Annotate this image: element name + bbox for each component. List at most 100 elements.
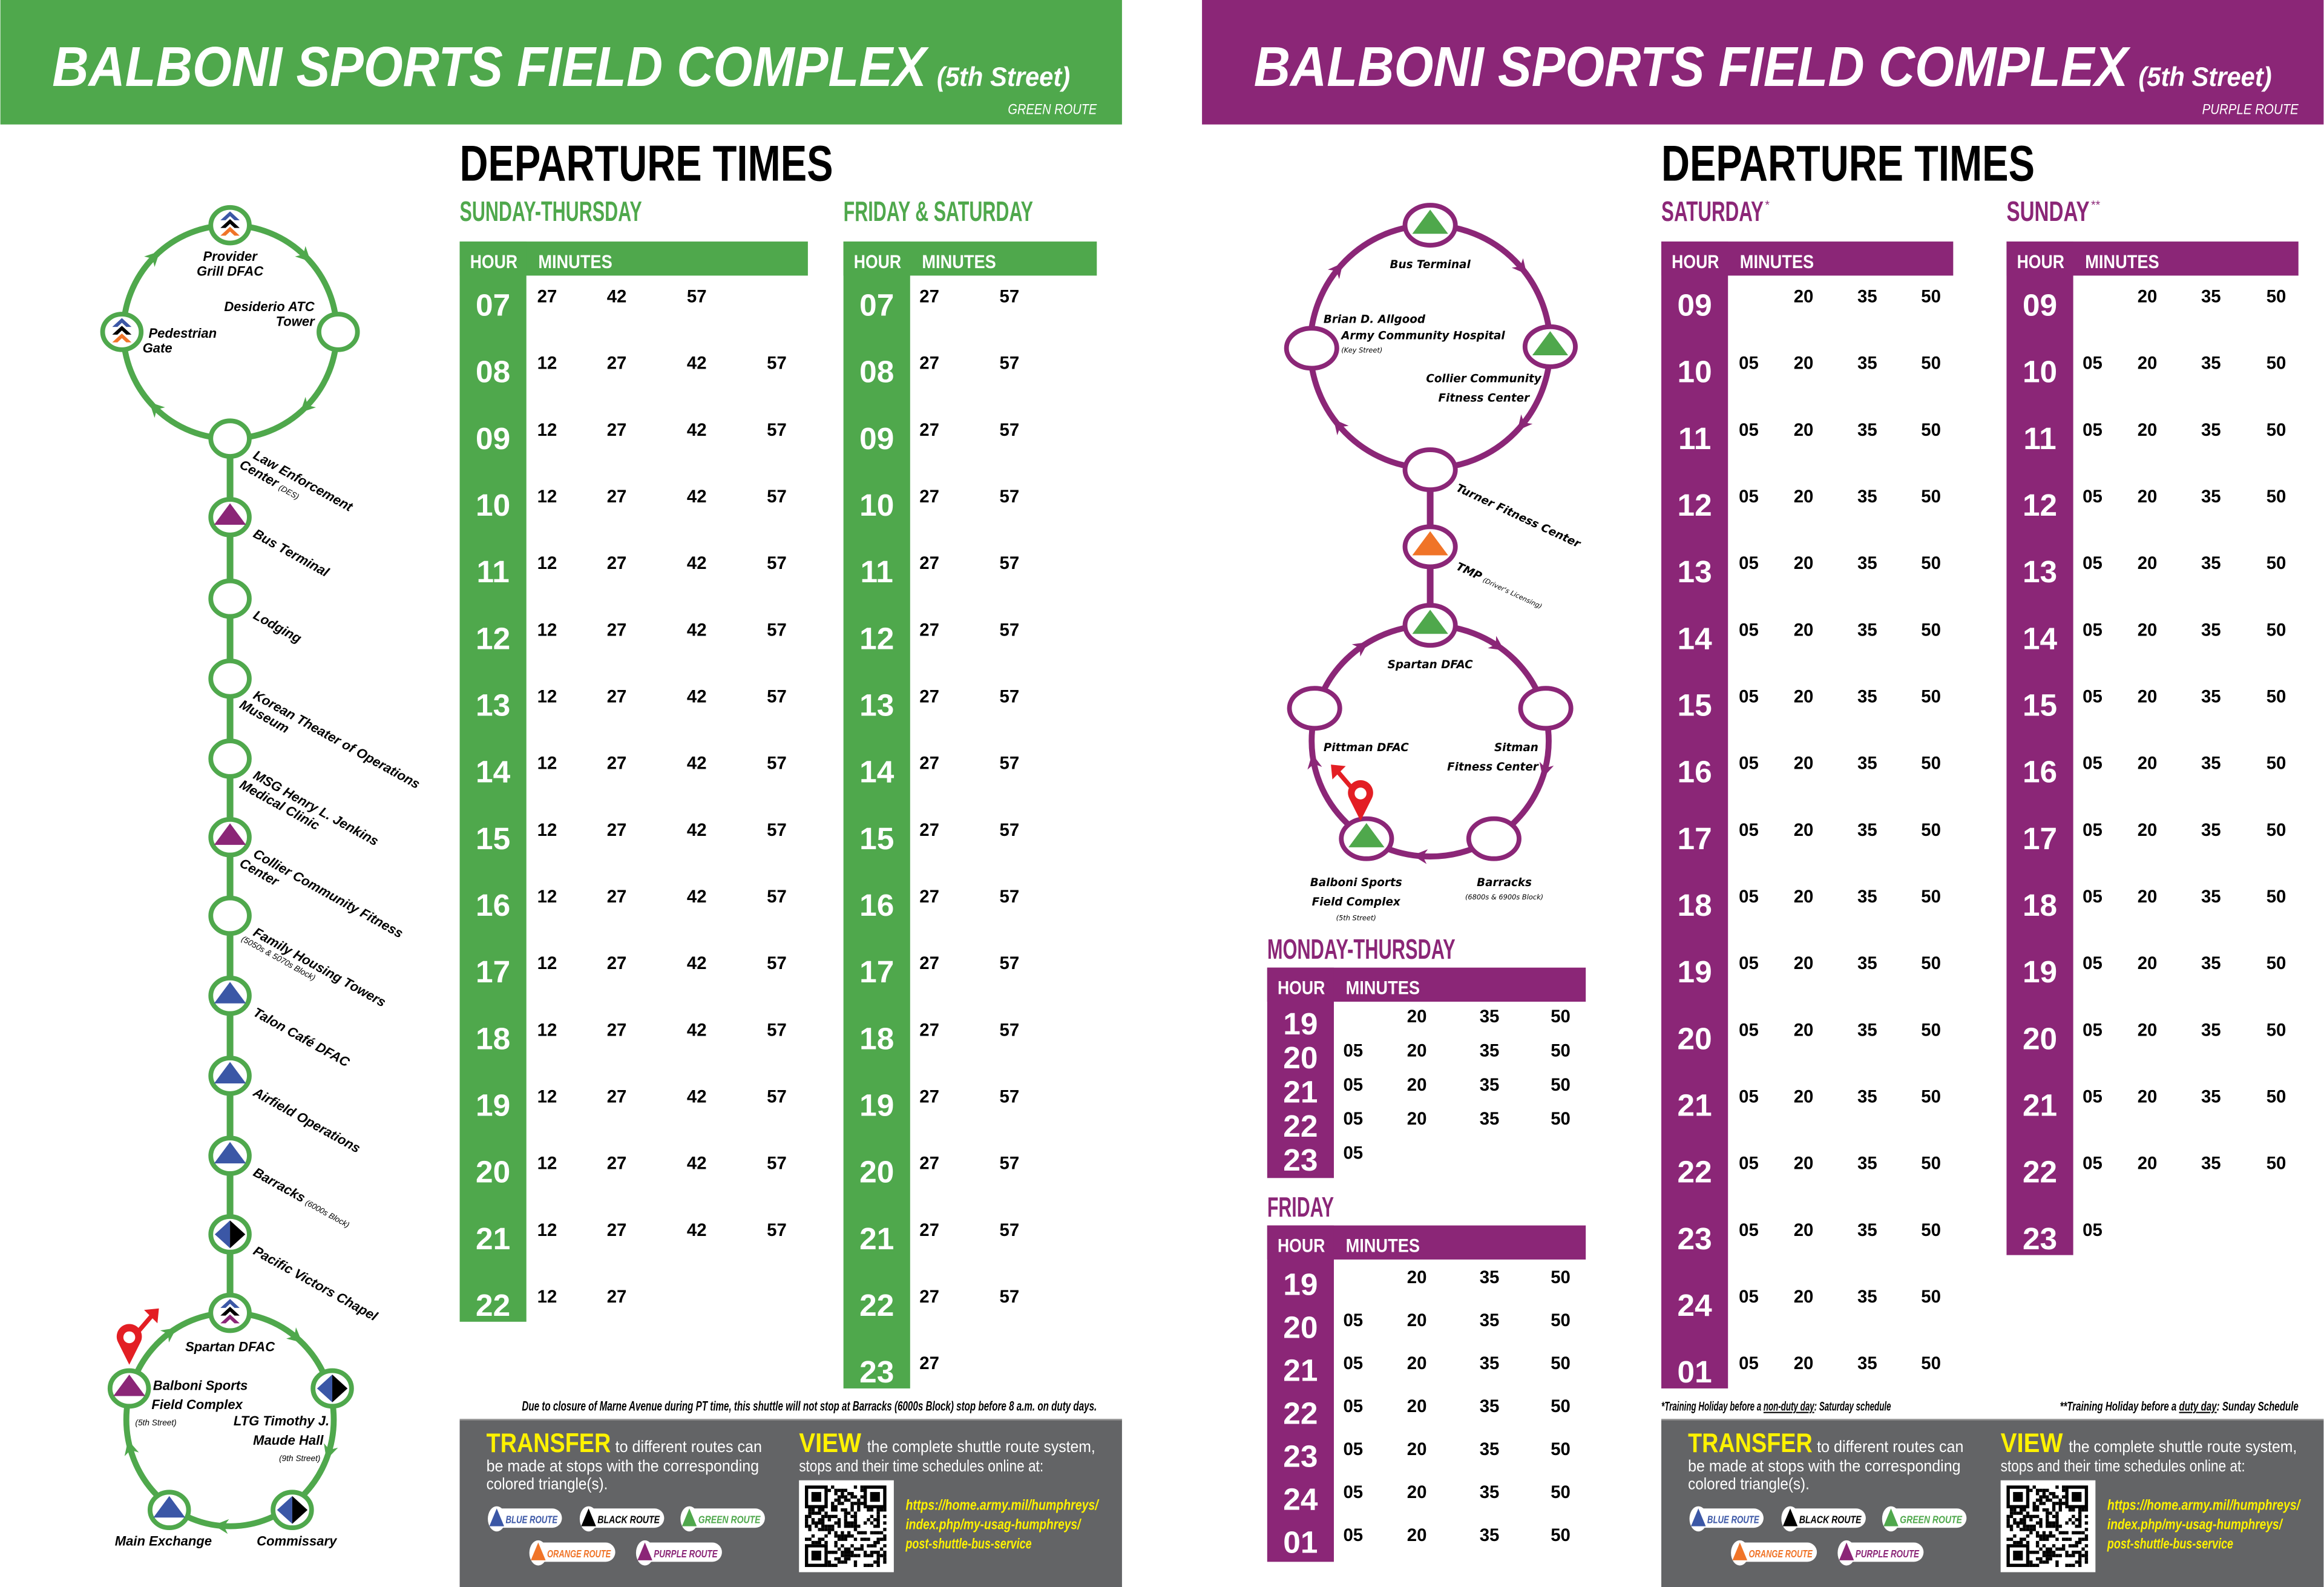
schedule-url-link[interactable]: index.php/my-usag-humphreys/: [2107, 1517, 2283, 1533]
stop-marker: [208, 1214, 252, 1255]
minute-value: 12: [537, 1287, 557, 1307]
minute-value: 35: [2201, 286, 2221, 306]
route-legend-label: BLACK ROUTE: [597, 1514, 660, 1526]
blue-transfer-triangle-icon: [214, 1142, 246, 1164]
minute-value: 12: [537, 686, 557, 706]
hour-value: 22: [1283, 1396, 1318, 1431]
minute-value: 20: [1794, 1220, 1814, 1240]
minute-value: 57: [687, 286, 707, 306]
stop-marker: [107, 1368, 151, 1409]
hour-value: 09: [2023, 287, 2057, 322]
minute-value: 42: [687, 620, 707, 640]
direction-arrow-icon: [1511, 258, 1527, 275]
minute-value: 05: [2083, 1086, 2102, 1106]
stop-name-detail: (5th Street): [1336, 913, 1376, 922]
minute-value: 50: [1551, 1109, 1571, 1129]
schedule-url-link[interactable]: https://home.army.mil/humphreys/: [905, 1497, 1099, 1514]
minute-value: 20: [1794, 1353, 1814, 1373]
minute-value: 50: [1551, 1267, 1571, 1287]
minute-value: 05: [1739, 754, 1759, 774]
route-triangle-icon: [581, 1508, 596, 1526]
hour-value: 23: [859, 1354, 894, 1389]
schedule-url-link[interactable]: post-shuttle-bus-service: [905, 1536, 1032, 1552]
green-route-legend: GREEN ROUTE: [680, 1506, 765, 1532]
minute-value: 50: [1551, 1482, 1571, 1502]
hour-value: 19: [859, 1087, 894, 1122]
hour-value: 11: [2023, 421, 2056, 456]
minute-value: 20: [2138, 487, 2158, 507]
minute-value: 12: [537, 820, 557, 840]
route-legend-label: PURPLE ROUTE: [654, 1548, 718, 1560]
minute-value: 50: [2267, 887, 2286, 907]
minute-value: 27: [919, 887, 939, 907]
you-are-here-pin-icon: [116, 1308, 159, 1365]
direction-arrow-icon: [213, 1519, 229, 1534]
minute-value: 57: [1000, 686, 1020, 706]
minute-value: 35: [2201, 887, 2221, 907]
schedule-url-link[interactable]: post-shuttle-bus-service: [2107, 1536, 2233, 1552]
minute-value: 05: [2083, 887, 2102, 907]
barracks-closure-footnote: Due to closure of Marne Avenue during PT…: [522, 1399, 1097, 1414]
hour-value: 01: [1283, 1525, 1318, 1560]
direction-arrow-icon: [286, 1327, 303, 1343]
direction-arrow-icon: [1412, 849, 1428, 864]
heading-footnote-mark: **: [2091, 199, 2101, 212]
minute-value: 05: [1343, 1439, 1363, 1459]
stop-name: Grill DFAC: [197, 263, 264, 278]
minute-value: 35: [2201, 1086, 2221, 1106]
green-transfer-triangle-icon: [1348, 823, 1385, 847]
stop-marker: [208, 816, 252, 858]
minutes-column-label: MINUTES: [1346, 977, 1420, 999]
black-transfer-half-diamond-icon: [230, 1220, 246, 1249]
schedule-url-link[interactable]: index.php/my-usag-humphreys/: [905, 1517, 1082, 1533]
stop-label: Pittman DFAC: [1324, 741, 1409, 754]
minute-value: 57: [767, 487, 787, 507]
minutes-column-label: MINUTES: [922, 251, 996, 272]
hour-value: 22: [1678, 1154, 1712, 1189]
minute-value: 05: [1739, 686, 1759, 706]
minute-value: 20: [1794, 953, 1814, 973]
minute-value: 35: [2201, 487, 2221, 507]
minute-value: 57: [767, 953, 787, 973]
direction-arrow-icon: [1333, 419, 1349, 436]
minute-value: 05: [1739, 953, 1759, 973]
orange-route-legend: ORANGE ROUTE: [1731, 1540, 1817, 1566]
minute-value: 50: [2267, 420, 2286, 440]
minute-value: 50: [2267, 286, 2286, 306]
minute-value: 57: [767, 1220, 787, 1240]
minute-value: 50: [1921, 1020, 1941, 1040]
black-transfer-half-diamond-icon: [332, 1375, 348, 1402]
minute-value: 35: [1857, 420, 1877, 440]
minute-value: 35: [1857, 1353, 1877, 1373]
minute-value: 12: [537, 353, 557, 373]
stop-marker: [208, 1292, 252, 1333]
hour-value: 20: [1283, 1040, 1318, 1075]
hour-value: 20: [476, 1154, 510, 1189]
hour-value: 12: [1678, 487, 1712, 522]
schedule-url-link[interactable]: https://home.army.mil/humphreys/: [2107, 1497, 2301, 1514]
hour-column-label: HOUR: [2017, 251, 2064, 272]
minute-value: 50: [2267, 754, 2286, 774]
stop-circle: [1518, 686, 1574, 731]
hour-column: [1661, 242, 1728, 1388]
blue-transfer-chevron-icon: [220, 211, 240, 220]
hour-value: 19: [2023, 954, 2057, 989]
minute-value: 35: [1480, 1482, 1500, 1502]
transfer-text: colored triangle(s).: [1688, 1474, 1810, 1493]
stop-marker: [208, 975, 252, 1016]
stop-label: Pacific Victors Chapel: [251, 1243, 380, 1324]
minute-value: 05: [1739, 1220, 1759, 1240]
hour-value: 22: [476, 1287, 510, 1322]
